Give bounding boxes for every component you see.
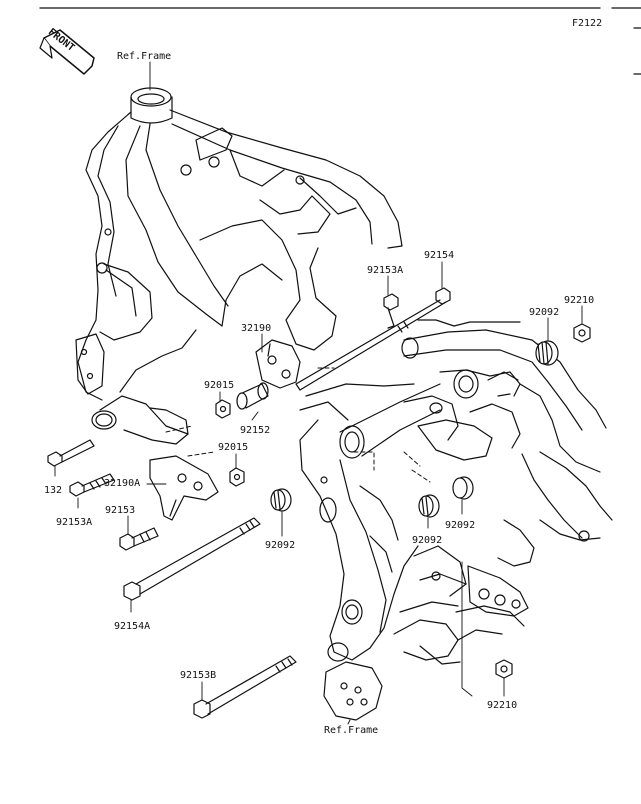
label-92015-b: 92015 bbox=[218, 442, 249, 453]
label-92152: 92152 bbox=[240, 425, 271, 436]
ref-frame-label-bottom: Ref.Frame bbox=[324, 725, 379, 736]
label-92092-right: 92092 bbox=[445, 520, 476, 531]
damper-92092-mid bbox=[418, 494, 440, 518]
bolt-92154A bbox=[123, 517, 261, 601]
label-92092-top: 92092 bbox=[529, 307, 560, 318]
bracket-32190A bbox=[149, 455, 219, 521]
label-92153A-left: 92153A bbox=[56, 517, 93, 528]
ref-frame-label-top: Ref.Frame bbox=[117, 51, 172, 62]
label-92015-a: 92015 bbox=[204, 380, 235, 391]
front-arrow-icon bbox=[39, 29, 95, 75]
bolt-92153A-left bbox=[69, 473, 115, 497]
label-92153: 92153 bbox=[105, 505, 136, 516]
damper-92092-right bbox=[452, 476, 474, 500]
front-label: FRONT bbox=[46, 28, 76, 54]
bolt-92153B bbox=[193, 655, 297, 719]
label-92154: 92154 bbox=[424, 250, 455, 261]
nut-92015-b bbox=[229, 467, 245, 487]
bolt-92153 bbox=[119, 527, 159, 551]
bracket-32190 bbox=[255, 339, 301, 389]
label-132: 132 bbox=[44, 485, 63, 496]
callout-lines bbox=[54, 61, 583, 725]
nut-92210-bottom bbox=[495, 659, 513, 679]
label-92154A: 92154A bbox=[114, 621, 151, 632]
main-frame bbox=[75, 87, 403, 445]
label-92210-top: 92210 bbox=[564, 295, 595, 306]
nut-92210-top bbox=[573, 323, 591, 343]
collar-92152 bbox=[236, 382, 269, 410]
damper-92092-top bbox=[535, 340, 559, 366]
figure-code: F2122 bbox=[572, 18, 603, 29]
nut-92015-a bbox=[215, 399, 231, 419]
label-92153B: 92153B bbox=[180, 670, 217, 681]
label-92153A-top: 92153A bbox=[367, 265, 404, 276]
bolt-92153A-top bbox=[383, 293, 399, 329]
label-92092-mid: 92092 bbox=[412, 535, 443, 546]
label-92210-bottom: 92210 bbox=[487, 700, 518, 711]
damper-92092-left bbox=[270, 488, 292, 512]
engine-frame-right bbox=[299, 319, 613, 721]
label-32190: 32190 bbox=[241, 323, 272, 334]
leader-lines bbox=[165, 367, 431, 483]
svg-text:FRONT: FRONT bbox=[46, 28, 76, 54]
bolt-132 bbox=[47, 439, 95, 467]
bolt-92154 bbox=[295, 287, 451, 391]
label-92092-left: 92092 bbox=[265, 540, 296, 551]
label-32190A: 32190A bbox=[104, 478, 141, 489]
